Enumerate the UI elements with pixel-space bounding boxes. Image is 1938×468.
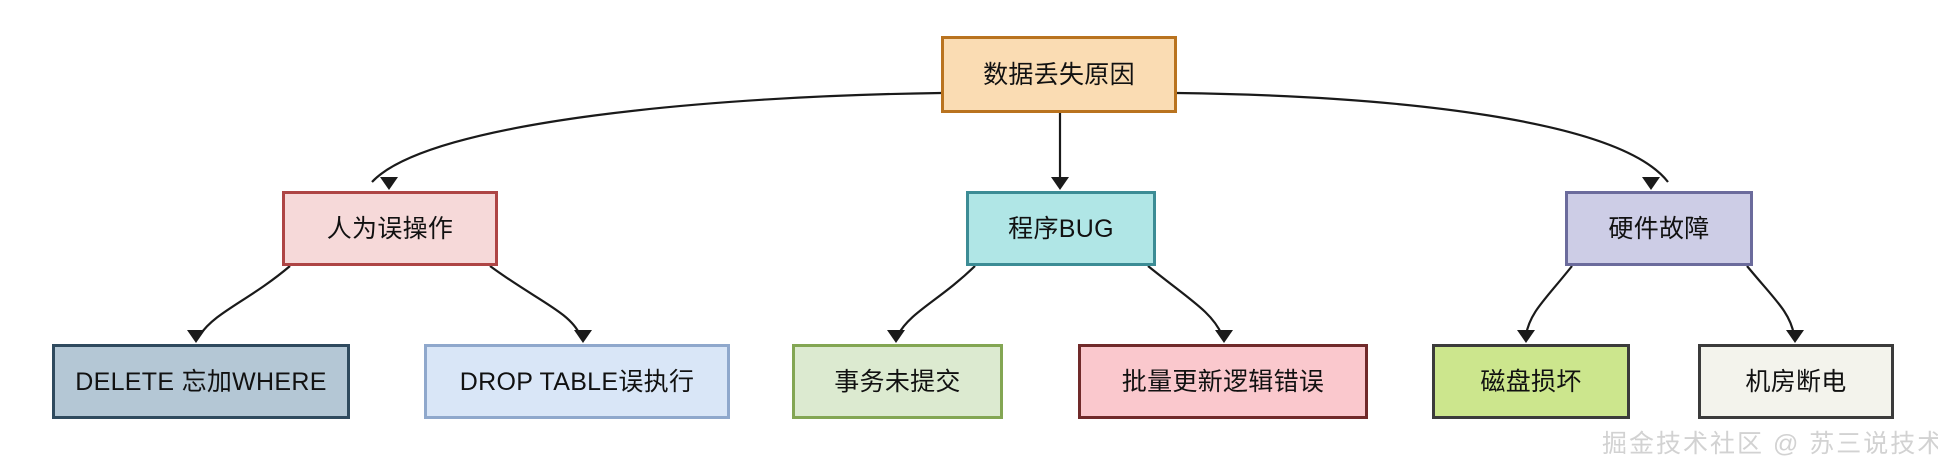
arrowhead-root-to-human (380, 177, 398, 190)
node-root[interactable]: 数据丢失原因 (941, 36, 1177, 113)
node-label: 人为误操作 (326, 214, 454, 243)
node-drop-table[interactable]: DROP TABLE误执行 (424, 344, 730, 419)
node-human[interactable]: 人为误操作 (282, 191, 498, 266)
node-label: 程序BUG (1008, 214, 1114, 243)
node-bug[interactable]: 程序BUG (966, 191, 1156, 266)
edge-bug-to-uncommitted-tx (897, 265, 976, 336)
edge-hardware-to-disk-failure (1524, 265, 1573, 336)
node-label: DROP TABLE误执行 (459, 367, 695, 396)
arrowhead-human-to-drop-table (574, 330, 592, 343)
node-label: 数据丢失原因 (983, 60, 1135, 89)
arrowhead-hardware-to-power-outage (1786, 330, 1804, 343)
watermark-text: 掘金技术社区 @ 苏三说技术 (1602, 430, 1938, 458)
edge-human-to-drop-table (489, 265, 582, 336)
arrowhead-bug-to-batch-update-error (1215, 330, 1233, 343)
node-uncommitted-tx[interactable]: 事务未提交 (792, 344, 1003, 419)
edge-root-to-human (371, 91, 942, 183)
edge-hardware-to-power-outage (1746, 265, 1796, 336)
node-label: 事务未提交 (834, 367, 961, 396)
node-label: 机房断电 (1745, 367, 1847, 396)
arrowhead-human-to-delete-where (187, 330, 205, 343)
node-label: DELETE 忘加WHERE (75, 367, 327, 396)
arrowhead-root-to-hardware (1642, 177, 1660, 190)
edge-root-to-hardware (1176, 91, 1669, 183)
node-delete-where[interactable]: DELETE 忘加WHERE (52, 344, 350, 419)
arrowhead-hardware-to-disk-failure (1517, 330, 1535, 343)
node-label: 批量更新逻辑错误 (1121, 367, 1325, 396)
node-batch-update-error[interactable]: 批量更新逻辑错误 (1078, 344, 1368, 419)
node-power-outage[interactable]: 机房断电 (1698, 344, 1894, 419)
node-disk-failure[interactable]: 磁盘损坏 (1432, 344, 1630, 419)
node-hardware[interactable]: 硬件故障 (1565, 191, 1753, 266)
edge-bug-to-batch-update-error (1147, 265, 1224, 336)
node-label: 磁盘损坏 (1480, 367, 1582, 396)
arrowhead-bug-to-uncommitted-tx (887, 330, 905, 343)
arrowhead-root-to-bug (1051, 177, 1069, 190)
node-label: 硬件故障 (1608, 214, 1710, 243)
edge-human-to-delete-where (199, 265, 291, 336)
